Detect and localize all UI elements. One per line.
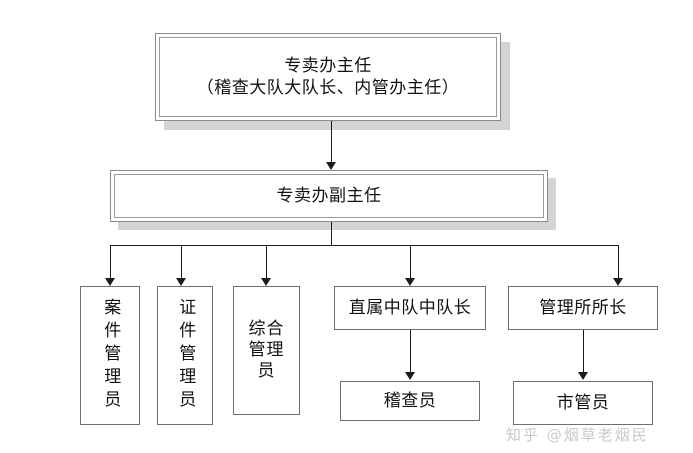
node-station-chief[interactable]: 管理所所长 — [508, 286, 658, 330]
node-inspector[interactable]: 稽查员 — [340, 381, 480, 421]
connector-bus-to-license-manager — [181, 245, 182, 284]
node-general-manager-label: 综合管理员 — [248, 318, 285, 382]
node-market-officer[interactable]: 市管员 — [513, 381, 653, 425]
node-case-manager-label: 案件管理员 — [100, 298, 121, 413]
node-root-director[interactable]: 专卖办主任 （稽查大队大队长、内管办主任） — [155, 33, 501, 121]
node-root-director-subtitle: （稽查大队大队长、内管办主任） — [196, 78, 460, 98]
node-squad-leader[interactable]: 直属中队中队长 — [334, 286, 486, 330]
arrow-to-station-chief — [613, 278, 623, 286]
arrow-to-market-officer — [578, 372, 588, 380]
node-root-director-inner: 专卖办主任 （稽查大队大队长、内管办主任） — [159, 37, 497, 117]
node-deputy-director-label: 专卖办副主任 — [276, 185, 382, 206]
connector-level3-bus — [110, 245, 618, 246]
connector-root-to-level2 — [331, 121, 332, 163]
node-inspector-label: 稽查员 — [383, 390, 437, 411]
node-squad-leader-label: 直属中队中队长 — [348, 297, 472, 318]
node-market-officer-label: 市管员 — [556, 392, 610, 413]
connector-level2-stem — [331, 222, 332, 245]
arrow-to-case-manager — [105, 278, 115, 286]
node-root-director-title: 专卖办主任 — [284, 55, 372, 76]
node-general-manager[interactable]: 综合管理员 — [233, 286, 300, 415]
node-license-manager-label: 证件管理员 — [175, 298, 196, 413]
connector-bus-to-general-manager — [266, 245, 267, 284]
arrow-to-license-manager — [176, 278, 186, 286]
node-license-manager[interactable]: 证件管理员 — [157, 286, 213, 425]
watermark-text: 知乎 @烟草老烟民 — [506, 426, 649, 444]
node-deputy-director[interactable]: 专卖办副主任 — [110, 170, 548, 222]
connector-bus-to-case-manager — [110, 245, 111, 284]
arrow-root-to-level2 — [326, 162, 336, 170]
arrow-to-squad-leader — [405, 278, 415, 286]
node-deputy-director-inner: 专卖办副主任 — [114, 174, 544, 218]
connector-bus-to-station-chief — [618, 245, 619, 284]
arrow-to-inspector — [405, 372, 415, 380]
node-station-chief-label: 管理所所长 — [539, 297, 627, 318]
connector-squad-to-inspector — [410, 330, 411, 374]
arrow-to-general-manager — [261, 278, 271, 286]
connector-station-to-market-officer — [583, 330, 584, 374]
connector-bus-to-squad-leader — [410, 245, 411, 284]
node-case-manager[interactable]: 案件管理员 — [80, 286, 140, 425]
